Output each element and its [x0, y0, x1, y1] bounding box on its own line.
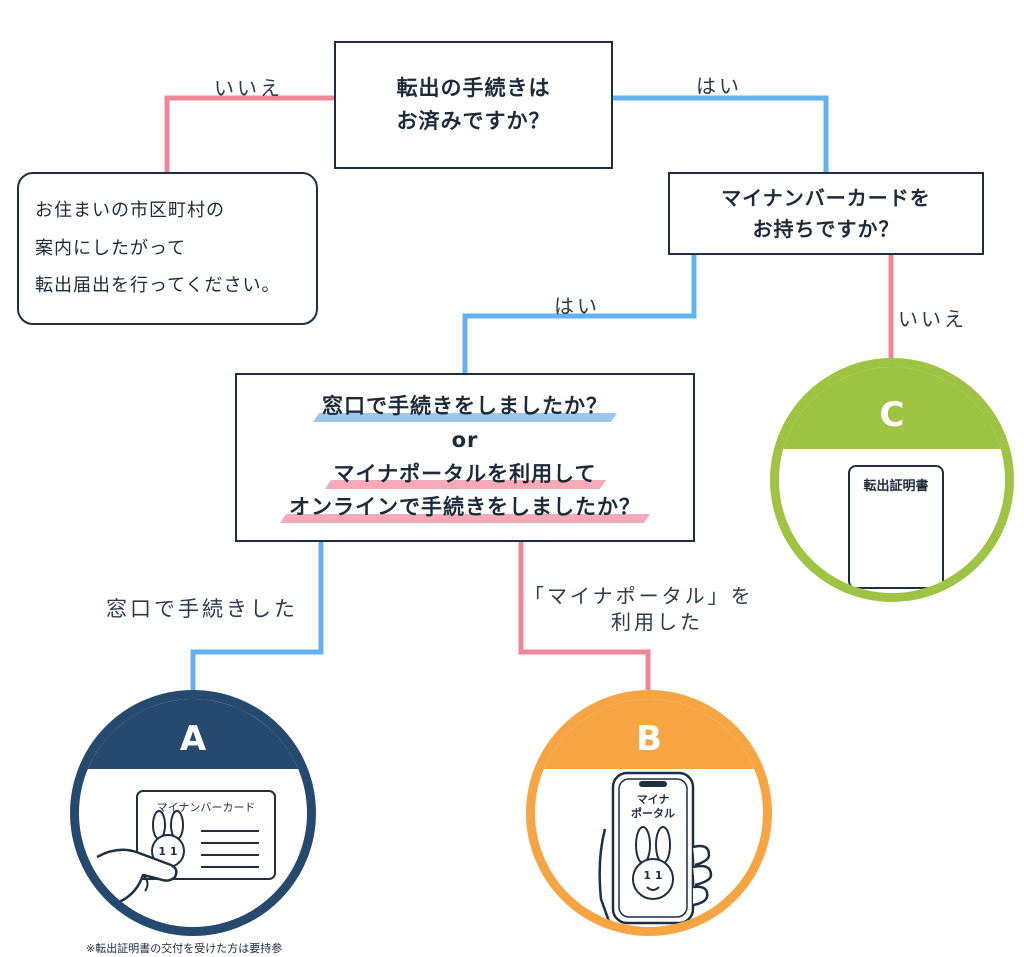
result-b-circle: B マイナ ポータル 1 1: [526, 690, 772, 936]
card-mascot-text: 1 1: [158, 845, 177, 858]
q2-no-label: いいえ: [898, 307, 967, 331]
question-1-line-1: 転出の手続きは: [396, 76, 551, 101]
result-a-circle: A マイナンバーカード 1 1: [70, 690, 316, 936]
question-1-box: 転出の手続きは お済みですか？: [334, 41, 613, 169]
q1-no-label: いいえ: [214, 76, 283, 100]
phone-text-2: ポータル: [631, 806, 675, 820]
question-3-or: or: [451, 427, 479, 452]
q1-yes-line: [613, 95, 829, 172]
branch-b-label-1: 「マイナポータル」を: [524, 584, 754, 608]
question-3-box: 窓口で手続きをしましたか？ or マイナポータルを利用して オンラインで手続きを…: [235, 373, 695, 542]
info-box: お住まいの市区町村の 案内にしたがって 転出届出を行ってください。: [17, 172, 318, 325]
info-line-1: お住まいの市区町村の: [35, 199, 225, 221]
hand-holding-phone-icon: マイナ ポータル 1 1: [598, 771, 713, 927]
info-line-2: 案内にしたがって: [35, 237, 187, 259]
phone-text-1: マイナ: [637, 793, 670, 806]
branch-b-label-2: 利用した: [611, 610, 703, 634]
result-b-letter: B: [636, 719, 662, 759]
certificate-title: 転出証明書: [863, 479, 929, 494]
question-3-line-3: マイナポータルを利用して: [334, 458, 597, 492]
branch-a-label: 窓口で手続きした: [106, 597, 298, 621]
q2-yes-label: はい: [554, 294, 600, 318]
q3-b-line: [518, 542, 651, 690]
q1-no-line: [164, 95, 334, 172]
certificate-icon: 転出証明書: [848, 465, 944, 589]
info-line-3: 転出届出を行ってください。: [35, 275, 281, 297]
footnote: ※転出証明書の交付を受けた方は要持参: [86, 942, 283, 955]
question-1-line-2: お済みですか？: [396, 109, 551, 133]
card-title: マイナンバーカード: [157, 801, 256, 814]
result-b-cap: B: [535, 699, 763, 769]
result-a-cap: A: [79, 699, 307, 769]
question-2-line-1: マイナンバーカードを: [721, 185, 931, 210]
question-3-line-1: 窓口で手続きをしましたか？: [322, 390, 608, 424]
question-3-line-4: オンラインで手続きをしましたか？: [289, 491, 641, 525]
result-a-letter: A: [179, 719, 207, 759]
phone-mascot-text: 1 1: [643, 869, 662, 882]
question-2-line-2: お持ちですか？: [752, 216, 900, 241]
result-c-circle: C 転出証明書: [770, 358, 1014, 602]
hand-holding-card-icon: マイナンバーカード 1 1: [92, 790, 276, 911]
q1-yes-label: はい: [696, 74, 742, 98]
question-2-box: マイナンバーカードを お持ちですか？: [668, 172, 984, 255]
result-c-letter: C: [879, 395, 905, 435]
q3-a-line: [190, 542, 324, 690]
result-c-cap: C: [779, 367, 1005, 449]
q2-yes-line: [462, 254, 697, 373]
